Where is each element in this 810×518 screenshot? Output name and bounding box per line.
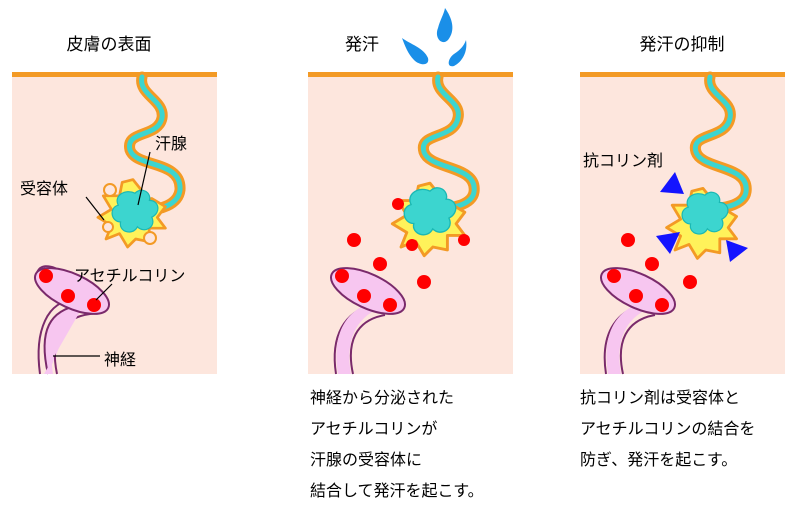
panel1-acetylcholine bbox=[39, 269, 101, 312]
caption-line: 抗コリン剤は受容体と bbox=[580, 388, 741, 407]
label-sweat-gland: 汗腺 bbox=[155, 134, 188, 153]
panel-title-suppression: 発汗の抑制 bbox=[639, 35, 725, 55]
caption-line: 防ぎ、発汗を起こす。 bbox=[580, 450, 738, 469]
caption-line: 結合して発汗を起こす。 bbox=[310, 481, 484, 500]
panel-title-skin-surface: 皮膚の表面 bbox=[66, 35, 152, 55]
panel3-acetylcholine bbox=[607, 233, 697, 312]
caption-sweating: 神経から分泌された アセチルコリンが 汗腺の受容体に 結合して発汗を起こす。 bbox=[310, 382, 484, 506]
caption-line: 神経から分泌された bbox=[310, 388, 455, 407]
panel2-sweat-duct bbox=[417, 71, 480, 214]
caption-line: 汗腺の受容体に bbox=[310, 450, 423, 469]
skin-surface-line-2 bbox=[308, 72, 513, 77]
panel2-sweat-drop bbox=[402, 8, 467, 67]
caption-line: アセチルコリンが bbox=[310, 419, 438, 438]
panel3-anticholinergic bbox=[656, 172, 748, 262]
panel-title-sweating: 発汗 bbox=[345, 35, 379, 55]
caption-line: アセチルコリンの結合を bbox=[580, 419, 756, 438]
skin-surface-line-1 bbox=[12, 72, 217, 77]
panel3-sweat-duct bbox=[689, 71, 752, 214]
label-receptor: 受容体 bbox=[20, 179, 69, 198]
label-nerve: 神経 bbox=[104, 350, 137, 369]
panel2-acetylcholine bbox=[335, 233, 431, 312]
label-anticholinergic: 抗コリン剤 bbox=[583, 151, 664, 170]
panel1-sweat-duct bbox=[124, 71, 186, 216]
panel1-leader-lines bbox=[53, 151, 151, 357]
panel1-receptor bbox=[96, 178, 167, 249]
skin-surface-line-3 bbox=[580, 72, 785, 77]
label-acetylcholine: アセチルコリン bbox=[74, 266, 186, 285]
panel2-receptor bbox=[390, 181, 470, 258]
caption-suppression: 抗コリン剤は受容体と アセチルコリンの結合を 防ぎ、発汗を起こす。 bbox=[580, 382, 755, 475]
